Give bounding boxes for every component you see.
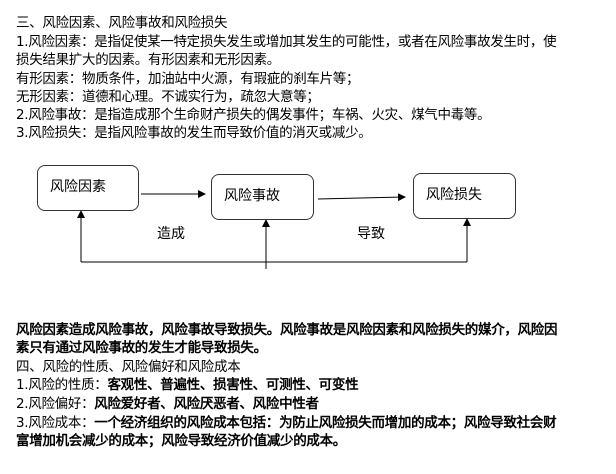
- section3-line: 1.风险因素：是指促使某一特定损失发生或增加其发生的可能性，或者在风险事故发生时…: [16, 34, 557, 50]
- summary-line: 素只有通过风险事故的发生才能导致损失。: [16, 340, 267, 356]
- summary-line: 风险因素造成风险事故，风险事故导致损失。风险事故是风险因素和风险损失的媒介，风险…: [16, 322, 558, 338]
- section3-line: 损失结果扩大的因素。有形因素和无形因素。: [16, 52, 280, 68]
- section4-item: 3.风险成本：一个经济组织的风险成本包括：为防止风险损失而增加的成本；风险导致社…: [16, 414, 557, 432]
- item-value: 风险爱好者、风险厌恶者、风险中性者: [94, 396, 319, 412]
- box-risk-factor: 风险因素: [37, 165, 139, 211]
- item-label: 1.风险的性质：: [16, 377, 108, 393]
- section3-line: 无形因素：道德和心理。不诚实行为，疏忽大意等；: [16, 89, 320, 105]
- section3-line: 2.风险事故：是指造成那个生命财产损失的偶发事件；车祸、火灾、煤气中毒等。: [16, 107, 491, 123]
- item-value: 客观性、普遍性、损害性、可测性、可变性: [107, 377, 359, 393]
- label-cause: 造成: [157, 226, 185, 242]
- box-risk-accident: 风险事故: [211, 174, 314, 220]
- box-risk-loss: 风险损失: [413, 173, 516, 219]
- item-label: 3.风险成本：: [16, 415, 95, 431]
- section4-item: 2.风险偏好：风险爱好者、风险厌恶者、风险中性者: [16, 395, 319, 413]
- label-lead: 导致: [357, 226, 385, 242]
- section3-line: 3.风险损失：是指风险事故的发生而导致价值的消灭或减少。: [16, 125, 372, 141]
- item-label: 2.风险偏好：: [16, 396, 95, 412]
- section4-item: 1.风险的性质：客观性、普遍性、损害性、可测性、可变性: [16, 376, 359, 394]
- section3-title: 三、风险因素、风险事故和风险损失: [16, 15, 228, 31]
- section3-line: 有形因素：物质条件，加油站中火源，有瑕疵的刹车片等；: [16, 71, 360, 87]
- section4-title: 四、风险的性质、风险偏好和风险成本: [16, 359, 241, 375]
- arrow-lead: [317, 193, 406, 202]
- item-value: 一个经济组织的风险成本包括：为防止风险损失而增加的成本；风险导致社会财: [94, 415, 557, 431]
- section4-continuation: 富增加机会减少的成本；风险导致经济价值减少的成本。: [16, 433, 346, 449]
